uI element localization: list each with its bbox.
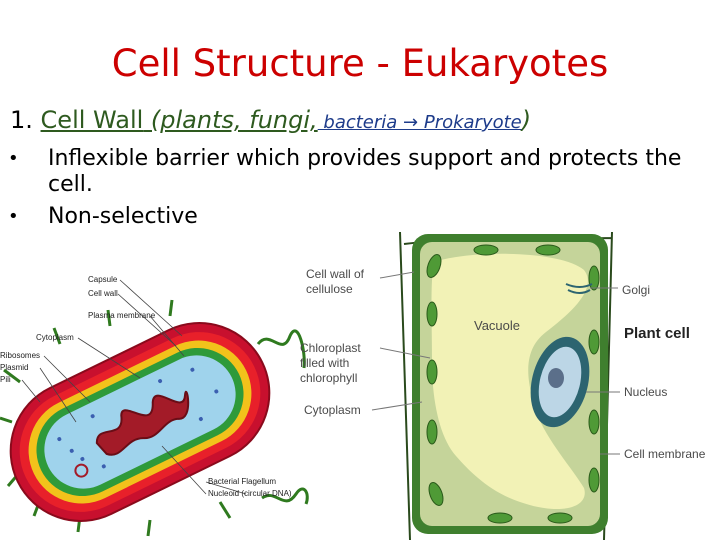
label-pili: Pili [0,375,11,384]
label-plant-cell: Plant cell [624,325,690,342]
label-cell-wall: Cell wall [88,289,118,298]
heading-number: 1. [10,106,33,134]
label-plasma-membrane: Plasma membrane [88,311,156,320]
plasmid-shape [74,463,89,478]
label-plasmid: Plasmid [0,363,28,372]
label-cell-membrane: Cell membrane [624,447,706,461]
bullet-symbol: • [8,206,19,227]
label-plant-cell-wall: cellulose [306,282,353,296]
bullet-list: • Inflexible barrier which provides supp… [8,146,720,230]
bullet-text: Non-selective [48,204,198,229]
slide-title: Cell Structure - Eukaryotes [111,42,609,85]
label-plant-cell-wall: Cell wall of [306,267,365,281]
label-nucleoid: Nucleoid (circular DNA) [208,489,292,498]
heading-bacteria-note: bacteria → Prokaryote [317,112,522,133]
bullet-symbol: • [8,148,19,169]
ribosome-dots [57,367,219,469]
flagellum-shape [261,487,309,505]
bullet-item: • Inflexible barrier which provides supp… [8,146,720,198]
nucleolus-shape [548,368,564,388]
plant-leader-lines [371,271,620,455]
flagellum-shape [256,329,306,369]
section-heading: 1. Cell Wall (plants, fungi, bacteria → … [10,106,531,134]
label-golgi: Golgi [622,283,650,297]
cell-diagrams: Capsule Cell wall Plasma membrane Cytopl… [0,232,706,540]
chloroplast-shapes [426,244,600,524]
bullet-item: • Non-selective [8,204,720,230]
heading-paren-open: (plants, fungi, [143,106,318,134]
label-chloroplast: filled with [300,356,349,370]
prokaryote-diagram: Capsule Cell wall Plasma membrane Cytopl… [0,275,309,537]
prokaryote-leader-lines [21,279,247,495]
label-vacuole: Vacuole [474,318,520,333]
plant-labels: Cell wall of cellulose Vacuole Chloropla… [300,267,706,461]
heading-term: Cell Wall [40,106,144,134]
nucleoid-shape [95,391,190,456]
vacuole-shape [431,253,588,510]
label-ribosomes: Ribosomes [0,351,40,360]
label-capsule: Capsule [88,275,118,284]
bullet-text: Inflexible barrier which provides suppor… [48,146,682,197]
label-flagellum: Bacterial Flagellum [208,477,276,486]
label-plant-cytoplasm: Cytoplasm [304,403,361,417]
heading-paren-close: ) [521,106,532,134]
plant-cell-diagram: Cell wall of cellulose Vacuole Chloropla… [300,232,706,540]
label-cytoplasm: Cytoplasm [36,333,74,342]
prokaryote-labels: Capsule Cell wall Plasma membrane Cytopl… [0,275,292,498]
label-chloroplast: chlorophyll [300,371,357,385]
label-nucleus: Nucleus [624,385,667,399]
golgi-shape [565,283,593,294]
label-chloroplast: Chloroplast [300,341,361,355]
